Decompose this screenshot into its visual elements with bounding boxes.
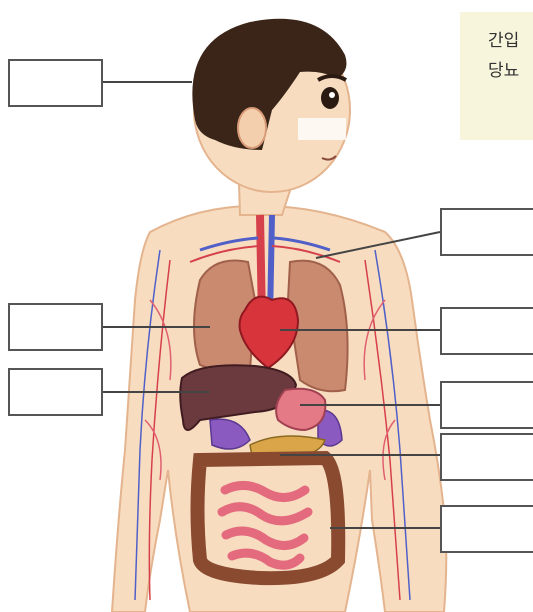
stomach xyxy=(276,389,325,430)
label-box-pancreas[interactable] xyxy=(440,433,533,481)
label-box-stomach[interactable] xyxy=(440,381,533,429)
label-box-head[interactable] xyxy=(8,59,103,107)
note-line-1: 간입 xyxy=(488,26,533,56)
ear xyxy=(238,108,266,148)
cheek xyxy=(298,118,346,140)
label-box-heart[interactable] xyxy=(440,307,533,355)
label-box-intestines[interactable] xyxy=(440,505,533,553)
label-box-lungs[interactable] xyxy=(8,303,103,351)
eye xyxy=(321,87,339,109)
note-box: 간입 당뇨 xyxy=(460,12,533,140)
label-box-blood-vessels[interactable] xyxy=(440,208,533,256)
eye-highlight xyxy=(329,92,335,98)
note-line-2: 당뇨 xyxy=(488,56,533,86)
label-box-liver[interactable] xyxy=(8,368,103,416)
